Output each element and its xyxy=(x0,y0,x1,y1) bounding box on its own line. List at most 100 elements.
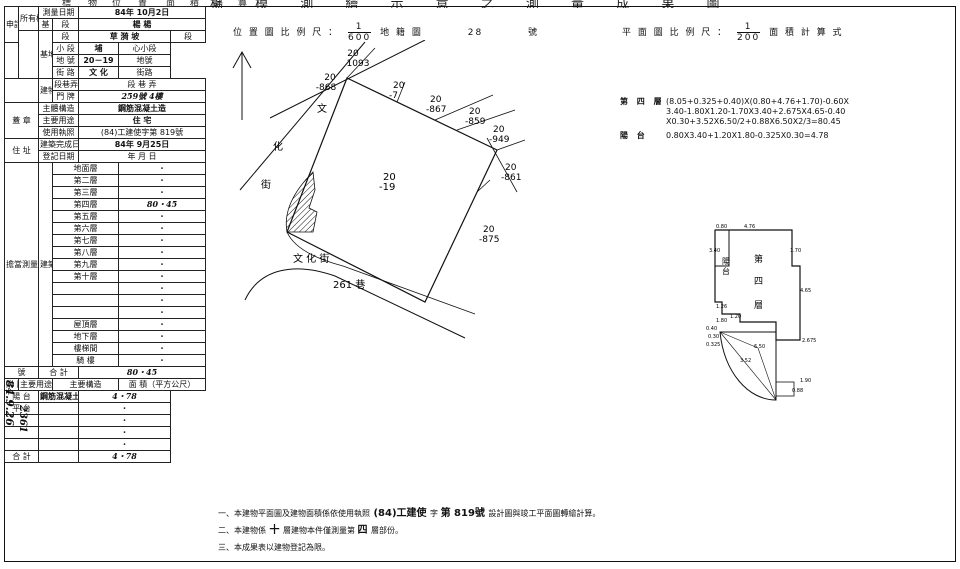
road-line-top xyxy=(269,40,426,119)
register-table: 申請人姓名 所有權人 測量日期 84年 10月2日 基 段 楊 楊 基地坐落 段… xyxy=(4,6,207,463)
owner-name: 楊 楊 xyxy=(77,18,207,31)
owner-label: 所有權人 xyxy=(18,6,39,31)
floor-name xyxy=(52,306,119,319)
floor-name: 騎 樓 xyxy=(52,354,119,367)
plan-dimension: 1.80 xyxy=(716,318,727,324)
street: 文 化 xyxy=(78,66,119,79)
parcel-line-7 xyxy=(486,137,518,193)
floor-area: ・ xyxy=(117,354,207,367)
street-suffix: 街路 xyxy=(118,66,171,79)
annex-struct xyxy=(38,426,79,439)
parcel-line-1 xyxy=(346,47,376,79)
floor-row: 第六層・ xyxy=(5,222,207,235)
side-date: 84.9.26 xyxy=(3,380,16,426)
location-scale-num: 1 xyxy=(348,22,372,33)
license: (84)工建使字第 819號 xyxy=(77,126,207,139)
floor-area: ・ xyxy=(117,186,207,199)
plan-diagonal-1 xyxy=(719,331,777,401)
plan-dimension: 1.70 xyxy=(790,248,801,254)
street-bottom-label: 文 化 街 xyxy=(293,252,329,265)
side-no: 2361 xyxy=(17,405,28,433)
annex-use-label: 主要用途 xyxy=(18,378,53,391)
parcel-line-6 xyxy=(476,179,491,193)
floor-area: ・ xyxy=(117,174,207,187)
calc-main-2: 3.40-1.80X1.20-1.70X3.40+2.675X4.65-0.40 xyxy=(666,107,846,116)
floor-row: 擔當測量員（蓋章）建築面積（平方公尺）地面層・ xyxy=(4,162,207,367)
land-no-suffix: 地號 xyxy=(118,54,171,67)
plan-balcony-label-1: 陽 xyxy=(722,257,730,266)
total-area: 80・45 xyxy=(77,366,207,379)
top-label: 物 xyxy=(88,0,101,8)
floor-area: ・ xyxy=(117,330,207,343)
top-label: 面 xyxy=(166,0,179,8)
license-label: 使用執照 xyxy=(38,126,79,139)
floor-name: 第六層 xyxy=(52,222,119,235)
annex-area: 4・78 xyxy=(78,390,171,403)
completion-date: 84年 9月25日 xyxy=(77,138,207,151)
floor-row: 第三層・ xyxy=(5,186,207,199)
top-label: 置 xyxy=(138,0,151,8)
annex-rows: 陽 台鋼筋混凝土造4・78平 台・・・ xyxy=(4,390,206,439)
annex-area-label: 面 積（平方公尺） xyxy=(117,378,207,391)
floor-area: ・ xyxy=(117,270,207,283)
street-top-char-1: 文 xyxy=(317,102,327,115)
side-no-cell: 號 xyxy=(4,366,39,379)
plan-dimension: 3.40 xyxy=(709,248,720,254)
land-subsection-label: 小 段 xyxy=(52,42,79,55)
building-door-group: 建物門牌 xyxy=(38,78,53,103)
plan-balcony-label-2: 台 xyxy=(722,266,730,276)
north-arrow-head xyxy=(232,50,252,69)
area-calc-label: 面 積 計 算 式 xyxy=(769,28,844,38)
plan-small-box xyxy=(775,381,795,397)
land-section-suffix: 段 xyxy=(169,30,207,43)
applicant-label: 申請人姓名 xyxy=(4,6,19,43)
land-subsection-suffix: 心小段 xyxy=(118,42,171,55)
parcel-line-4 xyxy=(456,109,516,131)
road-curve-outer xyxy=(244,268,466,339)
plan-diagonal-3 xyxy=(757,347,777,401)
floor-name xyxy=(52,282,119,295)
calc-balcony: 0.80X3.40+1.20X1.80-0.325X0.30=4.78 xyxy=(666,131,829,140)
parcel-line-5 xyxy=(496,139,526,151)
parcel-label-868: 20-868 xyxy=(316,73,337,93)
land-section-label: 段 xyxy=(52,18,79,31)
plan-scale-num: 1 xyxy=(737,22,761,33)
street-top-char-3: 街 xyxy=(261,178,271,191)
footnotes: 一、本建物平面圖及建物面積係依使用執照 (84)工建使 字 第 819號 設計圖… xyxy=(218,505,600,556)
floor-row: 第九層・ xyxy=(5,258,207,271)
plan-dimension: 6.50 xyxy=(754,344,765,350)
plan-room-label-1: 第 xyxy=(754,253,763,265)
total-label: 合 計 xyxy=(38,366,79,379)
floor-name xyxy=(52,294,119,307)
annex-area: ・ xyxy=(78,414,171,427)
footnote: 二、本建物係 十 層建物本件僅測量第 四 層部份。 xyxy=(218,525,403,536)
floor-area: ・ xyxy=(117,342,207,355)
floor-name: 第八層 xyxy=(52,246,119,259)
owner-row-marker: 基 xyxy=(38,18,53,31)
plan-dimension: 0.80 xyxy=(716,224,727,230)
floor-area: ・ xyxy=(117,306,207,319)
floor-area: ・ xyxy=(117,222,207,235)
land-subsection: 埔 xyxy=(78,42,119,55)
top-label: 積 xyxy=(190,0,203,8)
floor-name: 第九層 xyxy=(52,258,119,271)
annex-row: 平 台・ xyxy=(4,402,206,415)
parcel-label-875: 20-875 xyxy=(479,225,499,245)
use-label: 主要用途 xyxy=(38,114,79,127)
area-calculation: 第 四 層(8.05+0.325+0.40)X(0.80+4.76+1.70)-… xyxy=(620,97,849,141)
top-cutoff-strip: 楊 模 測 繪 示 意 之 測 量 成 果 圖 標物位置面積計算 xyxy=(0,0,960,8)
notes-list: 一、本建物平面圖及建物面積係依使用執照 (84)工建使 字 第 819號 設計圖… xyxy=(218,505,600,556)
floor-name: 屋頂層 xyxy=(52,318,119,331)
structure-label: 主體構造 xyxy=(38,102,79,115)
top-strip-text: 楊 模 測 繪 示 意 之 測 量 成 果 圖 xyxy=(210,0,734,8)
side-no-label: 號 xyxy=(17,368,26,377)
door-no: 259號 4樓 xyxy=(77,90,207,103)
annex-row: 陽 台鋼筋混凝土造4・78 xyxy=(4,390,206,403)
annex-struct: 鋼筋混凝土造 xyxy=(38,390,79,403)
parcel-label-867: 20-867 xyxy=(426,95,446,115)
hatched-area xyxy=(285,171,318,233)
annex-total-blank xyxy=(38,450,79,463)
